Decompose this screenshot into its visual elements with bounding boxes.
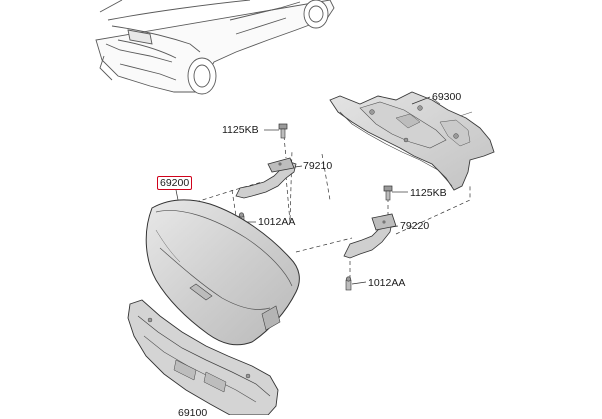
label-69300[interactable]: 69300 — [432, 91, 462, 103]
label-1125kb-upper[interactable]: 1125KB — [222, 124, 259, 136]
part-69300-package-tray — [329, 91, 495, 191]
leader-69200 — [175, 189, 179, 201]
part-69200-trunk-lid — [145, 199, 300, 346]
car-reference-drawing — [95, 0, 335, 95]
label-1012aa-right[interactable]: 1012AA — [368, 277, 406, 289]
nut-1012aa-right — [345, 276, 352, 291]
label-69200-highlighted[interactable]: 69200 — [157, 176, 193, 190]
part-79210-hinge-left — [235, 157, 297, 199]
label-1012aa-left[interactable]: 1012AA — [258, 216, 296, 228]
leader-1012aa-right — [351, 281, 367, 285]
bolt-1125kb-upper — [278, 123, 288, 139]
leader-69300 — [411, 96, 431, 105]
label-1125kb-right[interactable]: 1125KB — [410, 187, 447, 199]
label-79210[interactable]: 79210 — [303, 160, 333, 172]
part-69100-back-panel — [127, 299, 279, 415]
label-79220[interactable]: 79220 — [400, 220, 430, 232]
bolt-1125kb-right — [383, 185, 393, 201]
part-79220-hinge-right — [343, 213, 397, 259]
label-69100[interactable]: 69100 — [178, 407, 208, 419]
